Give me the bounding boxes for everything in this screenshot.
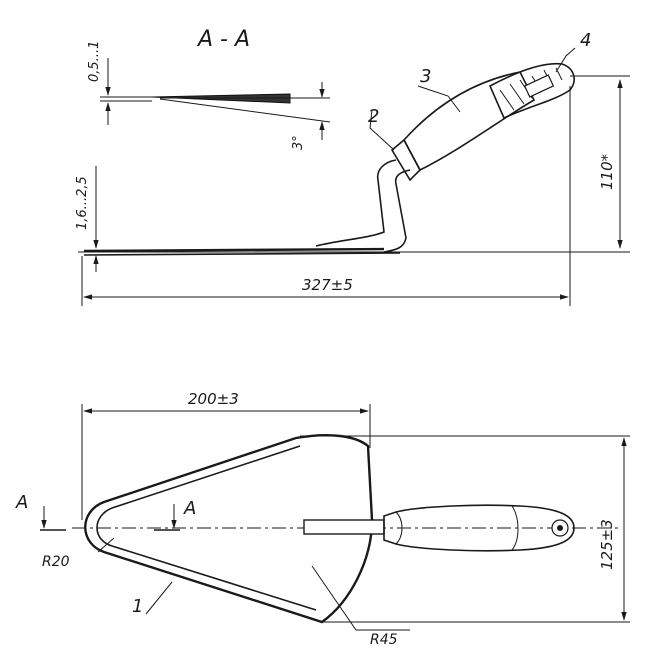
part-label-2: 2 bbox=[368, 106, 379, 127]
angle-slope-line bbox=[159, 98, 331, 123]
section-title: A - A bbox=[196, 27, 250, 52]
angle-dimension: 3° bbox=[291, 135, 306, 150]
ferrule-part-2 bbox=[390, 138, 421, 182]
handle-plan bbox=[383, 504, 575, 552]
total-length-dimension: 327±5 bbox=[302, 276, 353, 294]
handle-end-dot bbox=[557, 525, 563, 531]
blade-length-dimension: 200±3 bbox=[188, 390, 239, 408]
shank-front bbox=[315, 159, 397, 247]
tip-radius: R20 bbox=[42, 554, 70, 570]
side-radius: R45 bbox=[370, 632, 398, 648]
section-mark-left: A bbox=[15, 492, 28, 513]
blade-side-profile bbox=[83, 247, 385, 253]
handle-cap-slot bbox=[523, 74, 555, 98]
ferrule-ring bbox=[395, 511, 403, 545]
r20-leader bbox=[97, 537, 115, 553]
blade-outline bbox=[84, 433, 374, 624]
shank-plan bbox=[303, 519, 385, 535]
section-mark-right: A bbox=[183, 498, 196, 519]
side-view: 2 3 4 1,6...2,5 110* 327±5 bbox=[75, 30, 630, 306]
shank-back bbox=[383, 169, 411, 253]
leader-part-2 bbox=[369, 109, 395, 151]
section-a-a: A - A 0,5...1 3° bbox=[87, 27, 331, 150]
height-dimension: 110* bbox=[598, 153, 616, 190]
leader-part-4 bbox=[555, 47, 576, 73]
part-label-4: 4 bbox=[580, 30, 591, 51]
thickness-dimension: 0,5...1 bbox=[87, 41, 102, 82]
part-label-1: 1 bbox=[132, 596, 143, 617]
handle-part-3 bbox=[403, 71, 536, 172]
handle-cap-part-4 bbox=[488, 62, 575, 120]
r45-leader bbox=[311, 565, 410, 631]
part-label-3: 3 bbox=[420, 66, 431, 87]
blade-thickness-dimension: 1,6...2,5 bbox=[75, 176, 90, 230]
blade-underside bbox=[83, 252, 401, 256]
width-dimension: 125±3 bbox=[598, 519, 616, 570]
plan-view: A A R20 1 R45 200±3 125±3 bbox=[15, 390, 630, 648]
leader-part-1 bbox=[145, 581, 173, 615]
leader-part-3 bbox=[417, 85, 461, 113]
handle-band bbox=[511, 505, 519, 551]
